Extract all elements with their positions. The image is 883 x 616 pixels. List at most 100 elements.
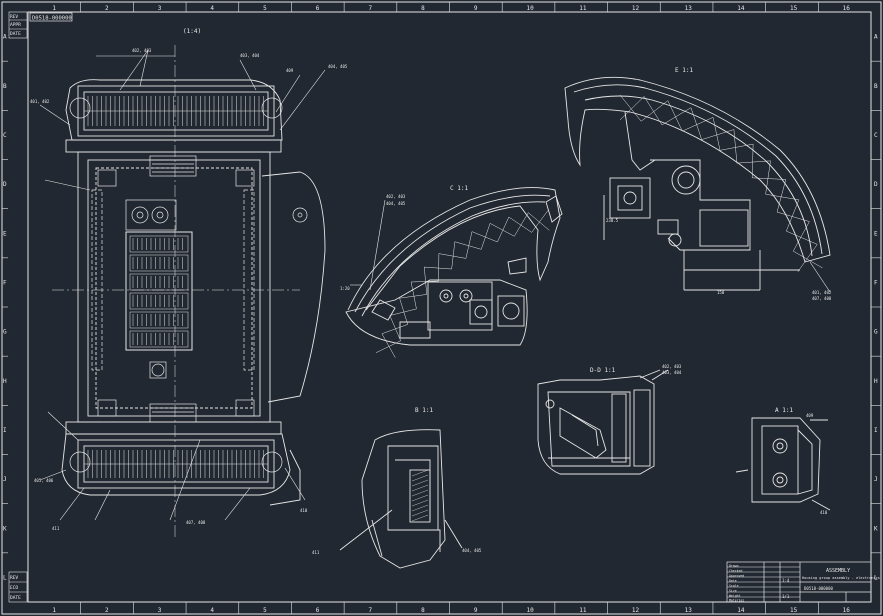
callout-4: 409 — [286, 68, 294, 73]
grid-col-label: 11 — [579, 5, 587, 12]
grid-col-label: 9 — [474, 5, 478, 12]
grid-row-label: G — [874, 329, 878, 336]
drawing-number-text: D0518-000000 — [804, 586, 833, 591]
grid-col-label: 8 — [421, 5, 425, 12]
callout-6: 405, 406 — [34, 478, 54, 483]
callout-2: 403, 404 — [240, 53, 260, 58]
callout-16: 411 — [312, 550, 320, 555]
truss-member — [375, 340, 401, 353]
dimension-1: 1:20 — [340, 286, 350, 291]
truss-member — [424, 267, 428, 295]
grid-col-label: 10 — [527, 5, 535, 12]
truss-member — [381, 324, 408, 335]
grid-col-label: 13 — [685, 607, 693, 614]
truss-member — [736, 160, 771, 164]
callout-11: 404, 405 — [386, 201, 406, 206]
truss-member — [619, 96, 645, 121]
grid-col-label: 3 — [158, 607, 162, 614]
grid-col-label: 1 — [52, 5, 56, 12]
callout-15: 403, 404 — [662, 370, 682, 375]
title-block-rows — [727, 566, 800, 598]
truss-member — [751, 144, 754, 178]
grid-col-label: 4 — [210, 607, 214, 614]
section-e-view: E 1:1 — [564, 67, 831, 291]
grid-row-label: F — [874, 279, 878, 286]
section-c-trusses — [375, 210, 550, 358]
grid-row-label: F — [3, 279, 7, 286]
section-b-hatch — [411, 469, 429, 522]
truss-member — [793, 221, 810, 252]
truss-member — [465, 231, 473, 259]
hatch-line — [411, 479, 429, 487]
side-box-6: DATE — [10, 595, 21, 601]
section-e-label: E 1:1 — [675, 67, 693, 74]
callout-19: 410 — [820, 510, 828, 515]
scale-text: 1:4 — [782, 578, 790, 583]
callout-1: 402, 403 — [132, 48, 152, 53]
grid-row-label: C — [3, 132, 7, 139]
battery-pack — [129, 235, 189, 348]
truss-member — [712, 117, 721, 151]
grid-row-label: D — [3, 181, 7, 188]
main-view-leaders — [39, 49, 326, 521]
truss-member — [793, 250, 823, 269]
grid-column-markers: 1122334455667788991010111112121313141415… — [52, 2, 850, 614]
callout-3: 404, 405 — [328, 64, 348, 69]
callout-9: 411 — [52, 526, 60, 531]
grid-row-label: G — [3, 329, 7, 336]
section-b-callouts: 411 404, 405 — [312, 548, 482, 555]
battery-cell — [129, 330, 189, 348]
grid-col-label: 16 — [843, 607, 851, 614]
side-box-5: ECO — [10, 585, 18, 591]
callout-17: 404, 405 — [462, 548, 482, 553]
hatch-line — [411, 494, 429, 502]
section-d-callouts: 402, 403 403, 404 — [662, 364, 682, 375]
grid-col-label: 16 — [843, 5, 851, 12]
grid-col-label: 5 — [263, 5, 267, 12]
truss-member — [454, 241, 482, 250]
grid-col-label: 12 — [632, 5, 640, 12]
truss-member — [481, 223, 491, 250]
dimension-3: 150 — [717, 290, 725, 295]
truss-member — [786, 199, 800, 232]
grid-row-label: B — [3, 83, 7, 90]
dimension-2: 230.5 — [606, 218, 619, 223]
title-row-3: Date — [729, 579, 737, 583]
grid-col-label: 4 — [210, 5, 214, 12]
hatch-line — [411, 484, 429, 492]
battery-cell — [129, 235, 189, 253]
truss-member — [643, 96, 663, 126]
battery-cell — [129, 311, 189, 329]
truss-member — [410, 281, 417, 309]
section-b-label: B 1:1 — [415, 407, 433, 414]
grid-col-label: 7 — [368, 5, 372, 12]
grid-row-label: J — [874, 476, 878, 483]
title-row-5: Size — [729, 589, 737, 593]
section-e-callouts: 401, 402 407, 408 230.5 150 — [606, 218, 832, 301]
truss-member — [667, 100, 683, 132]
truss-member — [752, 177, 786, 180]
truss-member — [690, 107, 702, 140]
truss-member — [451, 241, 456, 270]
section-a-view: A 1:1 — [735, 407, 831, 511]
title-row-7: Material — [729, 599, 744, 603]
grid-col-label: 7 — [368, 607, 372, 614]
callout-8: 410 — [300, 508, 308, 513]
title-row-2: Approved — [729, 574, 744, 578]
truss-member — [797, 244, 818, 272]
truss-member — [776, 179, 787, 213]
truss-member — [528, 212, 550, 231]
bottom-rail — [84, 450, 268, 478]
side-box-3: DATE — [10, 31, 21, 37]
battery-cell — [129, 292, 189, 310]
grid-col-label: 1 — [52, 607, 56, 614]
section-d-view: D-D 1:1 — [537, 367, 669, 475]
truss-member — [438, 253, 466, 259]
truss-member — [424, 266, 452, 270]
left-side-boxes: REV APPR DATE REV ECO DATE — [8, 11, 28, 603]
title-row-0: Drawn — [729, 564, 739, 568]
sheet-text: 1/1 — [782, 594, 790, 599]
stamp-text: D0518-000000 — [32, 16, 72, 22]
